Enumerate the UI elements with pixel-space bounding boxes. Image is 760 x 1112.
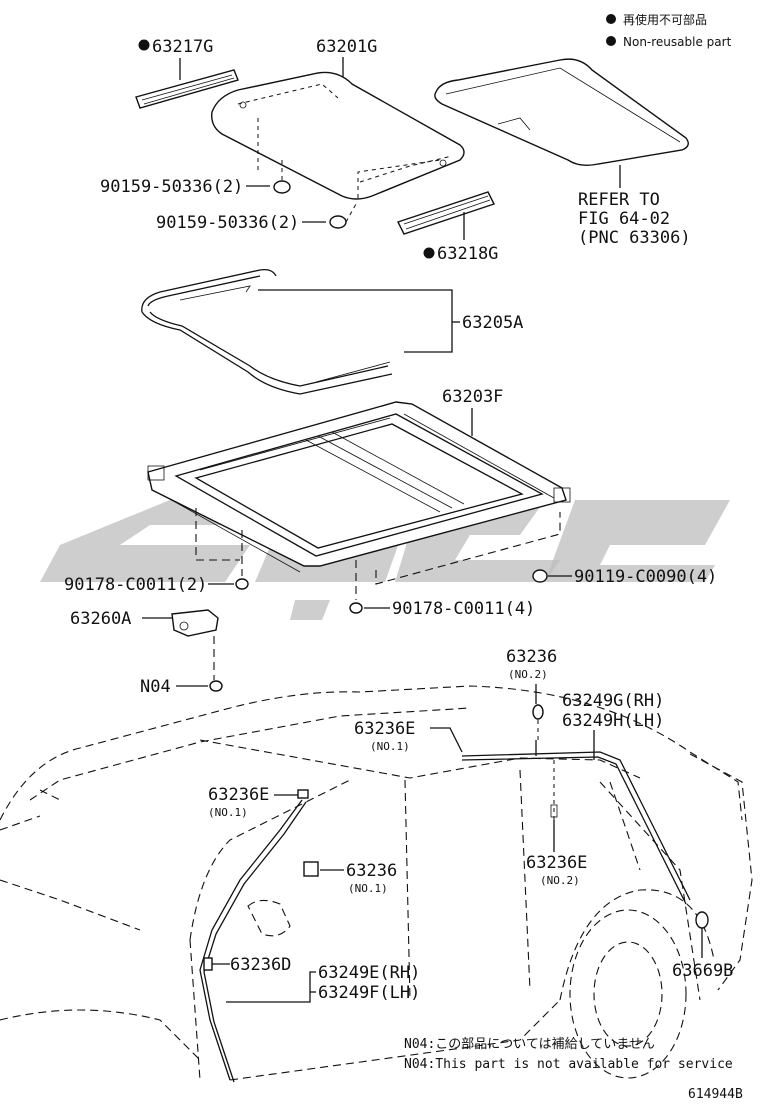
part-90159-bolt-b: 90159-50336(2) xyxy=(156,159,441,233)
part-N04: N04 xyxy=(140,677,223,697)
label-63218G: 63218G xyxy=(437,244,498,264)
part-63260A: 63260A xyxy=(70,609,219,680)
label-63203F: 63203F xyxy=(442,387,503,407)
part-90178-4: 90178-C0011(4) xyxy=(349,599,535,619)
part-90178-2: 90178-C0011(2) xyxy=(64,575,249,595)
label-63236-mid: 63236 xyxy=(346,861,397,881)
part-63249G-H: 63249G(RH) 63249H(LH) xyxy=(562,691,664,760)
label-63236-top: 63236 xyxy=(506,647,557,667)
label-90119: 90119-C0090(4) xyxy=(574,567,717,587)
figure-id: 614944B xyxy=(688,1087,743,1102)
part-63236E-no2-right: 63236E (NO.2) xyxy=(526,820,587,887)
label-63260A: 63260A xyxy=(70,609,131,629)
label-90159-a: 90159-50336(2) xyxy=(100,177,243,197)
label-N04: N04 xyxy=(140,677,171,697)
label-63249H: 63249H(LH) xyxy=(562,711,664,731)
label-refer-line2: FIG 64-02 xyxy=(578,209,670,229)
label-63236E-left: 63236E xyxy=(208,785,269,805)
label-90178-2: 90178-C0011(2) xyxy=(64,575,207,595)
non-reusable-dot-icon xyxy=(138,39,150,51)
label-63249F: 63249F(LH) xyxy=(318,983,420,1003)
part-63201G: 63201G xyxy=(211,37,465,200)
label-refer-line3: (PNC 63306) xyxy=(578,228,691,248)
part-63249E-F: 63249E(RH) 63249F(LH) xyxy=(226,963,420,1003)
part-63218G: 63218G xyxy=(397,191,498,264)
car-body-outline xyxy=(0,685,753,1081)
label-63236E-right: 63236E xyxy=(526,853,587,873)
note-n04-en: N04:This part is not available for servi… xyxy=(404,1057,733,1072)
legend-dot-icon xyxy=(606,36,616,46)
legend-label-en: Non-reusable part xyxy=(623,35,732,49)
label-63201G: 63201G xyxy=(316,37,377,57)
label-63236E-right-sub: (NO.2) xyxy=(540,874,580,887)
part-63669B: 63669B xyxy=(672,961,733,981)
label-63236-mid-sub: (NO.1) xyxy=(348,882,388,895)
part-sunshade-reference: REFER TO FIG 64-02 (PNC 63306) xyxy=(434,58,691,248)
label-refer-line1: REFER TO xyxy=(578,190,660,210)
notes: N04:この部品については補給していません N04:This part is n… xyxy=(404,1037,733,1072)
legend-label-jp: 再使用不可部品 xyxy=(623,12,707,27)
label-63236E-mid: 63236E xyxy=(354,719,415,739)
label-90159-b: 90159-50336(2) xyxy=(156,213,299,233)
part-63236E-no1-left: 63236E (NO.1) xyxy=(208,785,298,819)
label-63249G: 63249G(RH) xyxy=(562,691,664,711)
part-63203F: 63203F xyxy=(147,387,571,600)
non-reusable-dot-icon xyxy=(423,247,435,259)
legend: 再使用不可部品 Non-reusable part xyxy=(606,12,732,49)
label-63205A: 63205A xyxy=(462,313,523,333)
legend-dot-icon xyxy=(606,14,616,24)
note-n04-jp: N04:この部品については補給していません xyxy=(404,1037,655,1052)
part-63236-no2-top: 63236 (NO.2) xyxy=(506,647,557,704)
label-63236E-left-sub: (NO.1) xyxy=(208,806,248,819)
part-63217G: 63217G xyxy=(135,37,239,109)
part-90119: 90119-C0090(4) xyxy=(532,567,717,587)
label-63236-top-sub: (NO.2) xyxy=(508,668,548,681)
drain-hoses xyxy=(199,704,709,1083)
label-63236E-mid-sub: (NO.1) xyxy=(370,740,410,753)
part-90159-bolt-a: 90159-50336(2) xyxy=(100,160,291,197)
part-63236-no1-mid: 63236 (NO.1) xyxy=(320,861,397,895)
label-90178-4: 90178-C0011(4) xyxy=(392,599,535,619)
label-63236D: 63236D xyxy=(230,955,291,975)
part-63205A: 63205A xyxy=(141,268,523,395)
label-63249E: 63249E(RH) xyxy=(318,963,420,983)
label-63669B: 63669B xyxy=(672,961,733,981)
label-63217G: 63217G xyxy=(152,37,213,57)
part-63236D: 63236D xyxy=(212,955,291,975)
part-63236E-no1-mid: 63236E (NO.1) xyxy=(354,719,463,753)
